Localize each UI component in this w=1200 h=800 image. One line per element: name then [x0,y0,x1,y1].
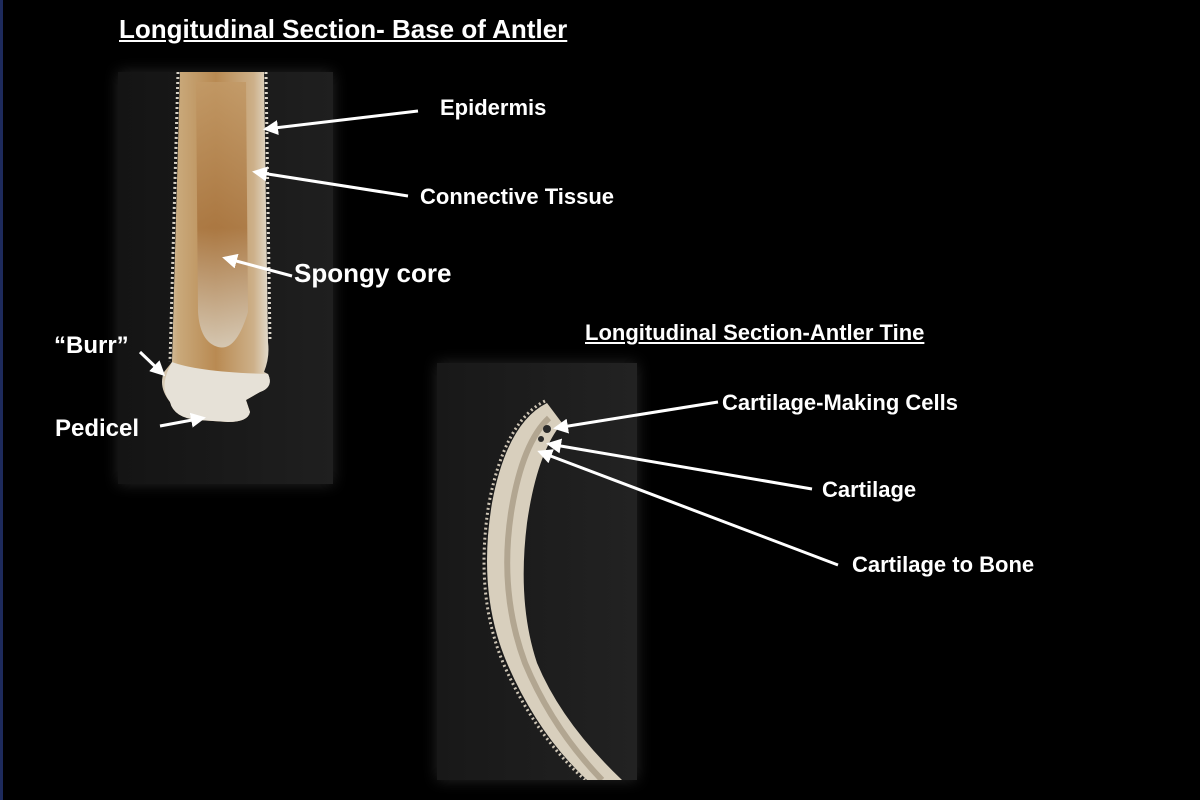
connective-tissue-arrow [252,166,409,198]
cartilage-making-cells-label: Cartilage-Making Cells [722,390,958,415]
pedicel-arrow [159,412,206,428]
burr-arrow [138,350,166,377]
base-section-title: Longitudinal Section- Base of Antler [119,14,568,44]
spongy-core-label: Spongy core [294,258,452,288]
connective-tissue-label: Connective Tissue [420,184,614,209]
cartilage-making-cells-arrow [553,400,719,434]
antler-base-photo [118,72,333,484]
cartilage-to-bone-label: Cartilage to Bone [852,552,1035,577]
epidermis-label: Epidermis [440,95,547,120]
burr-label: “Burr” [54,332,129,359]
cartilage-label: Cartilage [822,477,917,502]
cartilage-to-bone-arrow [537,449,839,567]
spongy-core-arrow [222,253,293,278]
slide-edge [0,0,3,800]
antler-tine-photo [437,363,637,780]
tine-section-title: Longitudinal Section-Antler Tine [585,320,925,345]
cartilage-arrow [546,438,813,491]
pedicel-label: Pedicel [55,415,140,442]
epidermis-arrow [263,109,419,136]
